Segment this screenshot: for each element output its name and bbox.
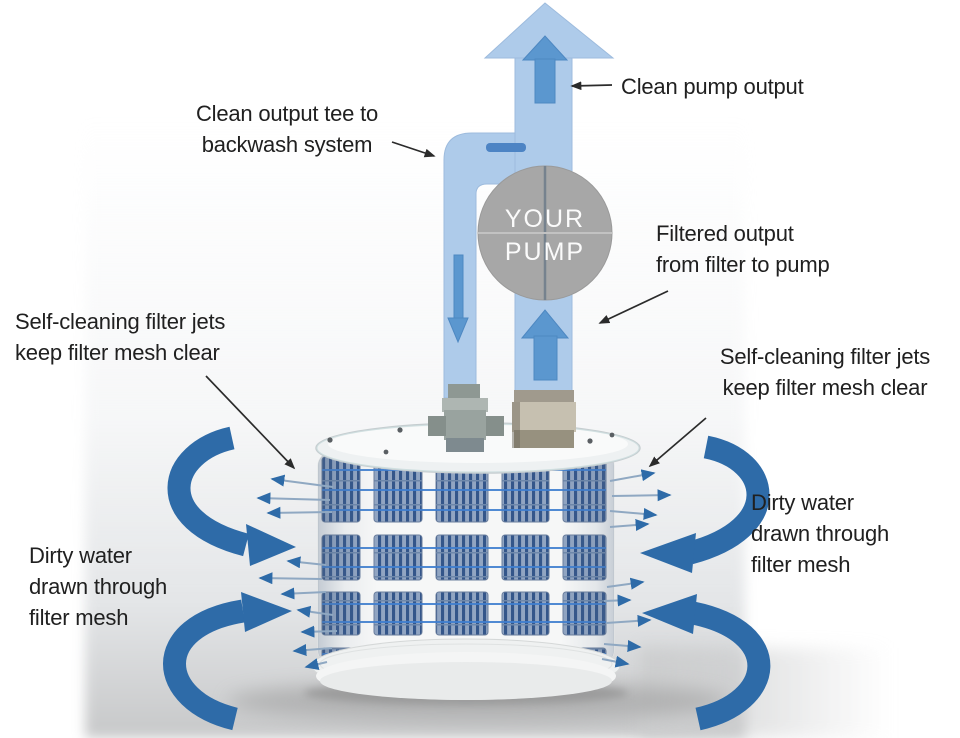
label-self-cleaning-left: Self-cleaning filter jets keep filter me… bbox=[15, 309, 226, 366]
dirty-water-arrow-upper-right bbox=[686, 435, 770, 565]
label-dirty-water-left: Dirty water drawn through filter mesh bbox=[29, 543, 168, 631]
dirty-water-arrow-lower-right bbox=[690, 601, 771, 731]
jet-arrows-right bbox=[601, 469, 672, 668]
filter-unit bbox=[311, 422, 641, 700]
annotation-arrow-self-cleaning-left bbox=[205, 375, 296, 470]
clean-flow-arrow bbox=[521, 35, 569, 104]
annotation-arrow-clean-pump-output bbox=[570, 81, 613, 91]
label-dirty-water-right: Dirty water drawn through filter mesh bbox=[751, 490, 890, 578]
label-clean-pump-output: Clean pump output bbox=[621, 74, 804, 99]
suction-flow-arrow bbox=[520, 309, 570, 381]
filter-base bbox=[311, 638, 621, 700]
dirty-water-arrowheads bbox=[241, 524, 697, 634]
pump-label: YOUR PUMP bbox=[504, 205, 586, 266]
lid-screws bbox=[327, 427, 615, 455]
dirty-water-arrow-lower-left bbox=[163, 599, 246, 731]
jet-arrows-left bbox=[256, 474, 338, 670]
label-clean-output-tee: Clean output tee to backwash system bbox=[195, 101, 379, 158]
cylinder-shading bbox=[318, 452, 614, 664]
annotation-arrow-filtered-output bbox=[598, 290, 669, 324]
annotation-arrow-self-cleaning-right bbox=[648, 417, 707, 468]
backwash-flow-arrow bbox=[447, 254, 469, 344]
pump-body bbox=[477, 165, 613, 301]
tee-valve-mark bbox=[486, 143, 526, 152]
label-self-cleaning-right: Self-cleaning filter jets keep filter me… bbox=[719, 344, 931, 401]
left-pipe-fitting bbox=[428, 384, 504, 452]
label-filtered-output: Filtered output from filter to pump bbox=[656, 221, 830, 278]
dirty-water-arrow-upper-left bbox=[167, 426, 250, 557]
annotation-arrow-clean-output-tee bbox=[391, 141, 436, 158]
right-pipe-fitting bbox=[512, 390, 576, 448]
